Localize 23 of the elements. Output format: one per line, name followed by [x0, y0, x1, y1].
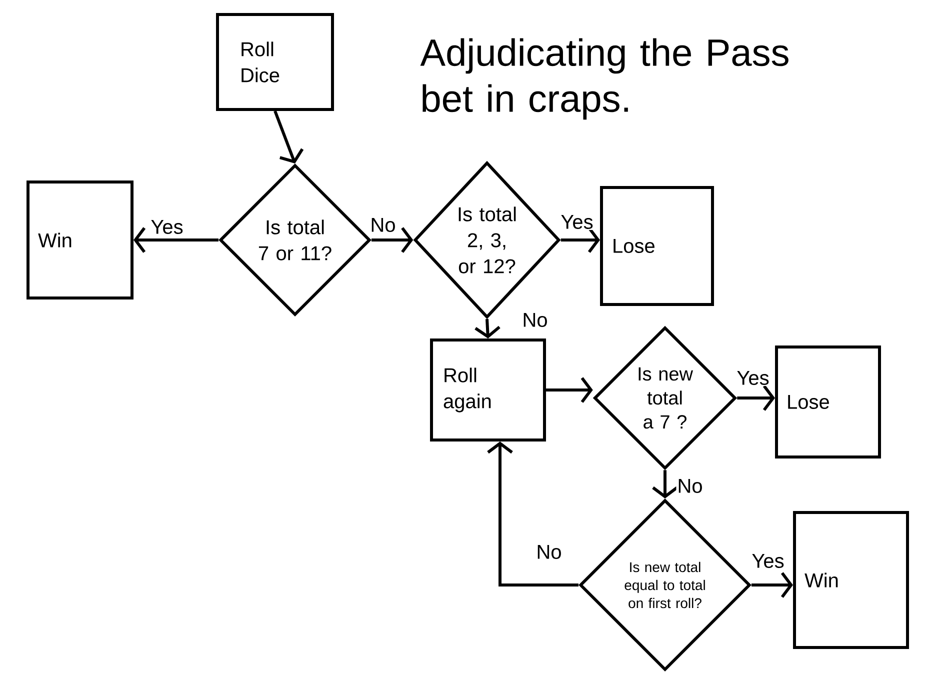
process-box: Lose [775, 346, 881, 458]
edge-label: No [369, 217, 397, 233]
edge-label: Yes [150, 219, 184, 235]
edge-label: No [535, 544, 563, 560]
arrow [487, 442, 578, 586]
arrow [560, 227, 600, 253]
process-box: Roll again [430, 338, 546, 442]
edge-label: Yes [750, 553, 786, 569]
process-box: Win [793, 511, 909, 649]
arrow [546, 377, 593, 403]
edge-label: No [676, 478, 704, 494]
arrow [752, 572, 794, 598]
arrow [737, 385, 776, 411]
title: Adjudicating the Pass bet in craps. [420, 38, 788, 120]
arrow [652, 470, 678, 499]
process-box: Lose [600, 186, 714, 306]
arrow [274, 110, 304, 164]
process-box: Win [26, 180, 134, 300]
arrow [372, 227, 414, 253]
process-box: Roll Dice [216, 13, 334, 111]
edge-label: Yes [736, 370, 770, 386]
arrow [134, 227, 218, 253]
edge-label: Yes [560, 214, 594, 230]
